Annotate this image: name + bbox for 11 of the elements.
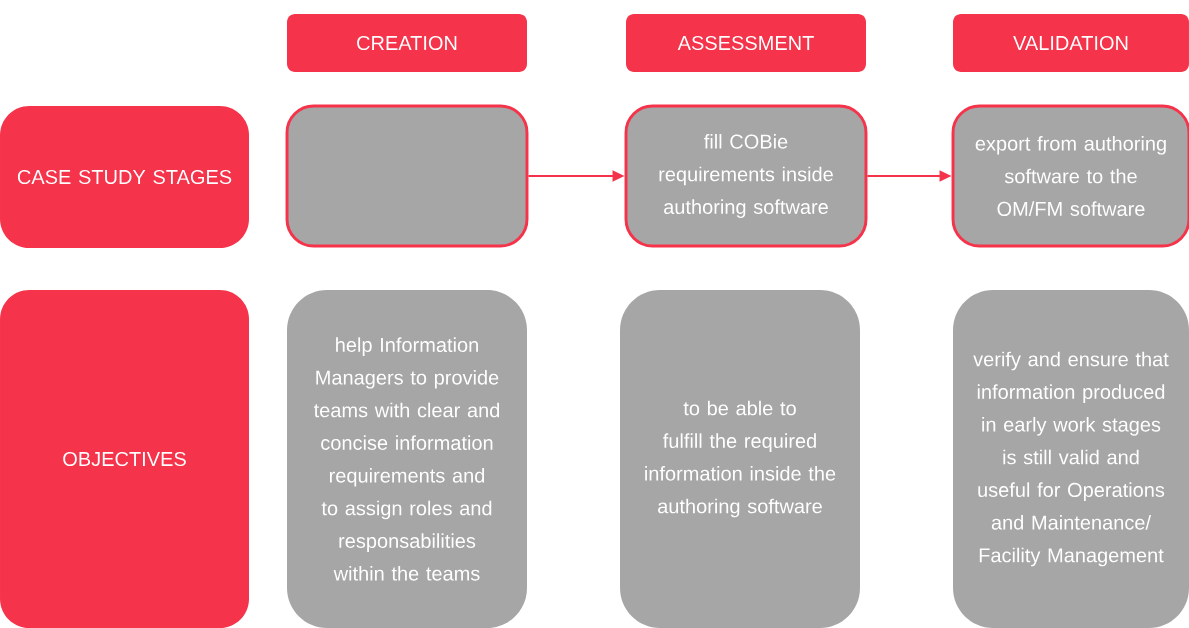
header-box: CREATION (287, 14, 527, 72)
stage-box: export from authoring software to the OM/FM software (951, 104, 1189, 248)
objective-box: verify and ensure that information produced in early work stages is still valid and useful for Operations and Maintenance/ Facility Management (953, 290, 1189, 628)
objective-box: help Information Managers to provide teams with clear and concise information requirements and to assign roles and responsabilities within the teams (287, 290, 527, 628)
objective-box: to be able to fulfill the required information inside the authoring software (620, 290, 860, 628)
header-box: VALIDATION (953, 14, 1189, 72)
row-label-box: OBJECTIVES (0, 290, 249, 628)
stage-box (285, 104, 529, 248)
row-label-box: CASE STUDY STAGES (0, 106, 249, 248)
header-box: ASSESSMENT (626, 14, 866, 72)
stage-box: fill COBie requirements inside authoring software (624, 104, 868, 248)
